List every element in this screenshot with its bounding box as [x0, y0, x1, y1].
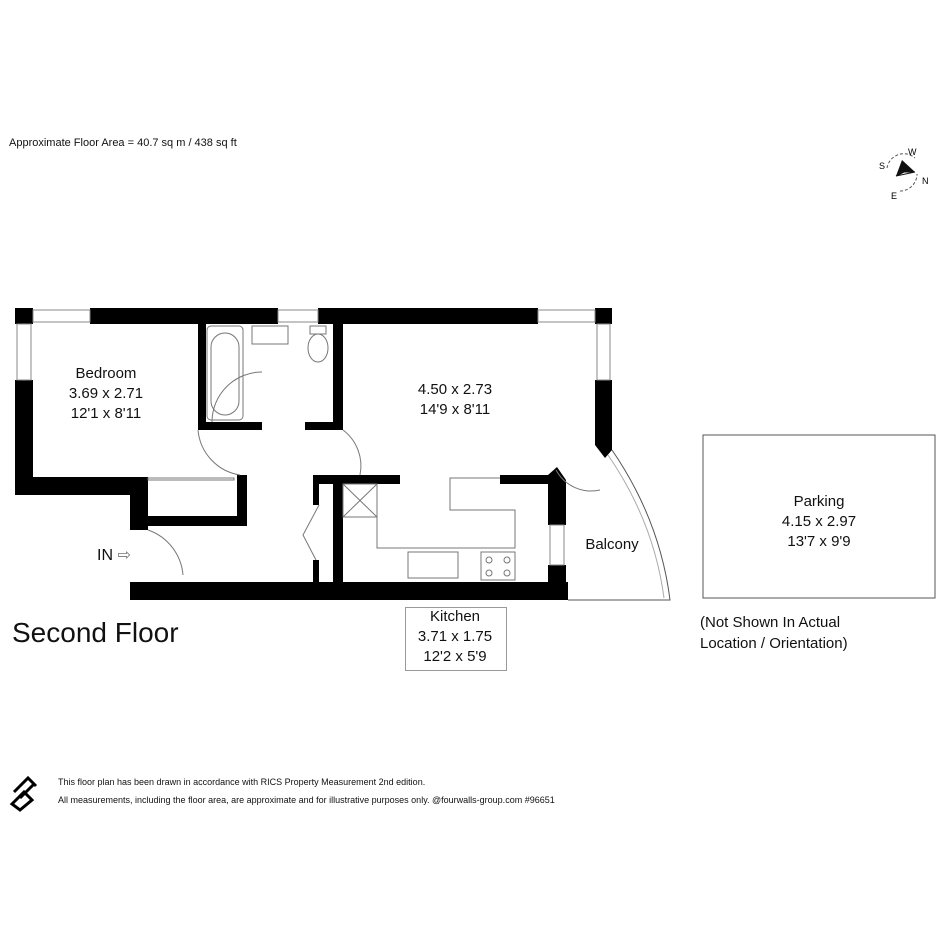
living-imperial: 14'9 x 8'11	[419, 401, 491, 418]
kitchen-name: Kitchen	[429, 608, 481, 625]
folding-door	[302, 504, 320, 561]
parking-outline	[702, 434, 936, 599]
parking-note-line1: (Not Shown In Actual	[700, 614, 841, 631]
balcony-label: Balcony	[585, 536, 639, 553]
living-label: 4.50 x 2.73 14'9 x 8'11	[418, 380, 492, 420]
compass-icon	[886, 153, 918, 192]
parking-note-line2: Location / Orientation)	[700, 635, 848, 652]
basin-icon	[251, 325, 289, 345]
kitchen-counter	[376, 477, 516, 549]
living-metric: 4.50 x 2.73	[417, 381, 493, 398]
floor-title: Second Floor	[12, 617, 179, 648]
parking-metric: 4.15 x 2.97	[781, 513, 857, 530]
walls	[15, 308, 612, 600]
sink-icon	[407, 551, 459, 579]
parking-imperial: 13'7 x 9'9	[787, 533, 851, 550]
parking-note: (Not Shown In Actual Location / Orientat…	[700, 612, 848, 654]
bedroom-name: Bedroom	[75, 365, 137, 382]
compass-n: N	[922, 176, 929, 186]
toilet-icon	[307, 333, 329, 363]
bedroom-label: Bedroom 3.69 x 2.71 12'1 x 8'11	[69, 364, 143, 424]
fourwalls-logo-icon	[9, 775, 38, 812]
compass-e: E	[891, 191, 897, 201]
kitchen-imperial: 12'2 x 5'9	[423, 648, 487, 665]
parking-name: Parking	[793, 493, 845, 510]
hob-icon	[480, 551, 516, 581]
arrow-right-icon: ⇨	[117, 547, 131, 564]
kitchen-metric: 3.71 x 1.75	[417, 628, 493, 645]
entrance-label: IN ⇨	[97, 545, 131, 565]
parking-label: Parking 4.15 x 2.97 13'7 x 9'9	[782, 492, 856, 552]
balcony-outline	[568, 449, 671, 601]
kitchen-label: Kitchen 3.71 x 1.75 12'2 x 5'9	[418, 607, 492, 667]
footer-line2: All measurements, including the floor ar…	[58, 795, 555, 805]
windows	[16, 309, 611, 566]
compass-s: S	[879, 161, 885, 171]
footer-line1: This floor plan has been drawn in accord…	[58, 777, 426, 787]
cupboard	[342, 483, 378, 518]
compass-w: W	[908, 147, 917, 157]
door-swing	[211, 371, 263, 423]
bathtub-icon	[206, 325, 244, 421]
entrance-text: IN	[97, 547, 113, 564]
kitchen-label-box	[405, 607, 507, 671]
bedroom-imperial: 12'1 x 8'11	[70, 405, 142, 422]
bedroom-metric: 3.69 x 2.71	[68, 385, 144, 402]
floor-area-text: Approximate Floor Area = 40.7 sq m / 438…	[9, 137, 237, 149]
